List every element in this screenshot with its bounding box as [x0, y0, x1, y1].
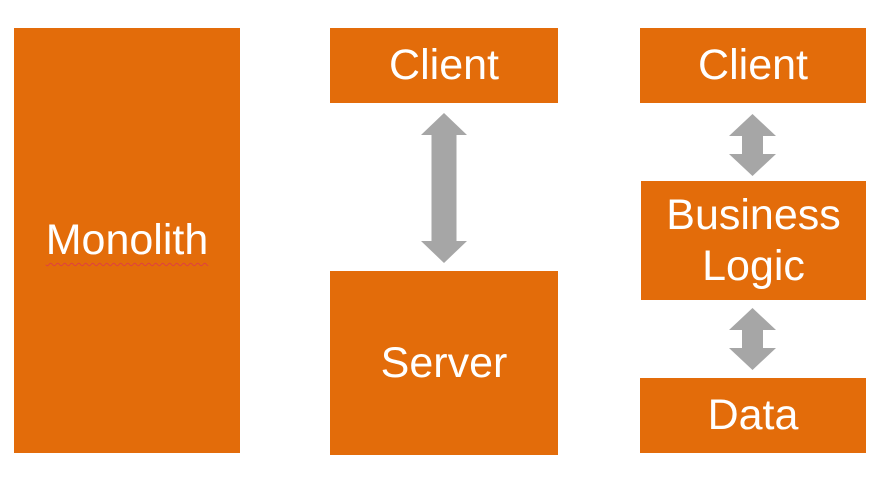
data-label: Data [707, 391, 799, 440]
double-arrow-vertical-small-icon [729, 308, 776, 370]
monolith-box: Monolith [14, 28, 240, 453]
monolith-label: Monolith [45, 216, 209, 265]
client-box-middle: Client [330, 28, 558, 103]
server-label: Server [380, 338, 508, 387]
client-right-label: Client [698, 41, 808, 90]
business-logic-box: Business Logic [641, 181, 866, 300]
double-arrow-vertical-icon [421, 113, 467, 263]
data-box: Data [640, 378, 866, 453]
double-arrow-vertical-small-icon [729, 114, 776, 176]
business-logic-label: Business Logic [666, 190, 841, 290]
client-middle-label: Client [389, 41, 499, 90]
client-box-right: Client [640, 28, 866, 103]
server-box: Server [330, 271, 558, 455]
